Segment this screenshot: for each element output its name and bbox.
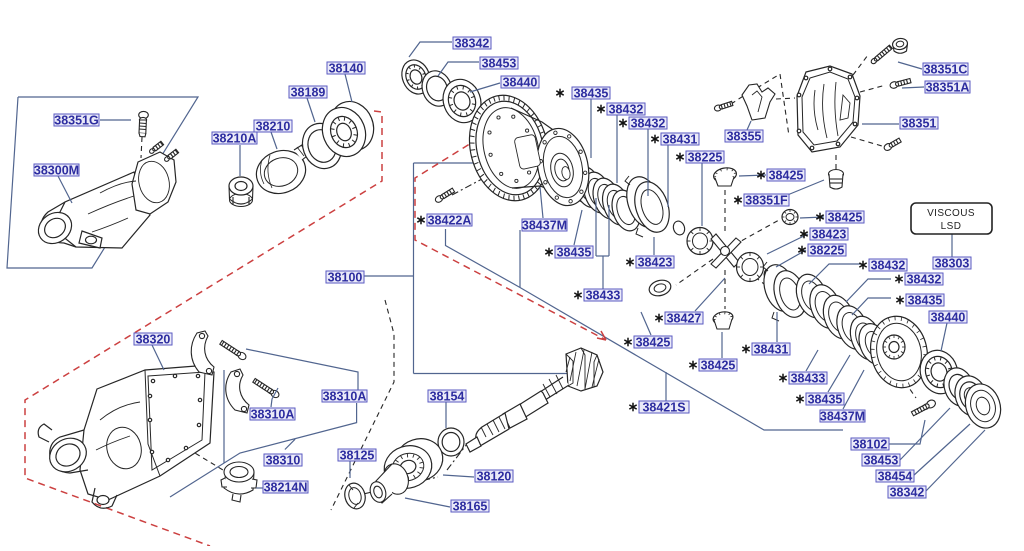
svg-text:38102: 38102 xyxy=(853,437,888,451)
svg-text:38432: 38432 xyxy=(871,258,906,272)
svg-text:38310: 38310 xyxy=(266,453,301,467)
svg-text:38432: 38432 xyxy=(631,116,666,130)
svg-text:38423: 38423 xyxy=(638,255,673,269)
svg-text:38303: 38303 xyxy=(935,256,970,270)
svg-text:38140: 38140 xyxy=(329,61,364,75)
svg-text:LSD: LSD xyxy=(941,221,962,232)
svg-text:38433: 38433 xyxy=(791,371,826,385)
svg-text:38453: 38453 xyxy=(482,56,517,70)
svg-text:38431: 38431 xyxy=(663,132,698,146)
svg-text:38425: 38425 xyxy=(769,168,804,182)
svg-text:38351G: 38351G xyxy=(54,113,98,127)
svg-text:38454: 38454 xyxy=(878,469,913,483)
svg-text:38422A: 38422A xyxy=(428,213,472,227)
svg-text:38425: 38425 xyxy=(701,358,736,372)
svg-text:38165: 38165 xyxy=(453,499,488,513)
svg-text:38435: 38435 xyxy=(557,245,592,259)
svg-text:38210A: 38210A xyxy=(213,131,257,145)
svg-text:38120: 38120 xyxy=(477,469,512,483)
svg-text:38440: 38440 xyxy=(503,75,538,89)
svg-text:38432: 38432 xyxy=(609,102,644,116)
svg-text:38154: 38154 xyxy=(430,389,465,403)
svg-text:38225: 38225 xyxy=(810,243,845,257)
svg-text:38435: 38435 xyxy=(908,293,943,307)
svg-text:38453: 38453 xyxy=(864,453,899,467)
svg-text:38342: 38342 xyxy=(455,36,490,50)
svg-text:38300M: 38300M xyxy=(34,163,79,177)
svg-text:38351F: 38351F xyxy=(745,193,788,207)
svg-text:38425: 38425 xyxy=(828,210,863,224)
svg-text:38432: 38432 xyxy=(907,272,942,286)
svg-text:38189: 38189 xyxy=(291,85,326,99)
svg-text:38425: 38425 xyxy=(636,335,671,349)
svg-text:38431: 38431 xyxy=(754,342,789,356)
svg-text:38437M: 38437M xyxy=(820,409,865,423)
svg-text:38437M: 38437M xyxy=(522,218,567,232)
svg-text:38320: 38320 xyxy=(136,332,171,346)
svg-text:38421S: 38421S xyxy=(642,400,685,414)
svg-text:38351C: 38351C xyxy=(924,62,968,76)
svg-text:38125: 38125 xyxy=(340,448,375,462)
svg-text:38427: 38427 xyxy=(667,311,702,325)
svg-text:38435: 38435 xyxy=(808,392,843,406)
svg-text:38310A: 38310A xyxy=(323,389,367,403)
svg-text:38423: 38423 xyxy=(812,227,847,241)
svg-text:38351A: 38351A xyxy=(926,80,970,94)
svg-text:38355: 38355 xyxy=(727,129,762,143)
svg-text:VISCOUS: VISCOUS xyxy=(927,208,975,219)
svg-text:38214N: 38214N xyxy=(264,480,308,494)
svg-text:38351: 38351 xyxy=(902,116,937,130)
svg-text:38435: 38435 xyxy=(574,86,609,100)
svg-text:38433: 38433 xyxy=(586,288,621,302)
svg-text:38440: 38440 xyxy=(931,310,966,324)
svg-text:38100: 38100 xyxy=(328,270,363,284)
svg-text:38342: 38342 xyxy=(890,485,925,499)
svg-text:38310A: 38310A xyxy=(251,407,295,421)
svg-text:38225: 38225 xyxy=(688,150,723,164)
svg-text:38210: 38210 xyxy=(256,119,291,133)
